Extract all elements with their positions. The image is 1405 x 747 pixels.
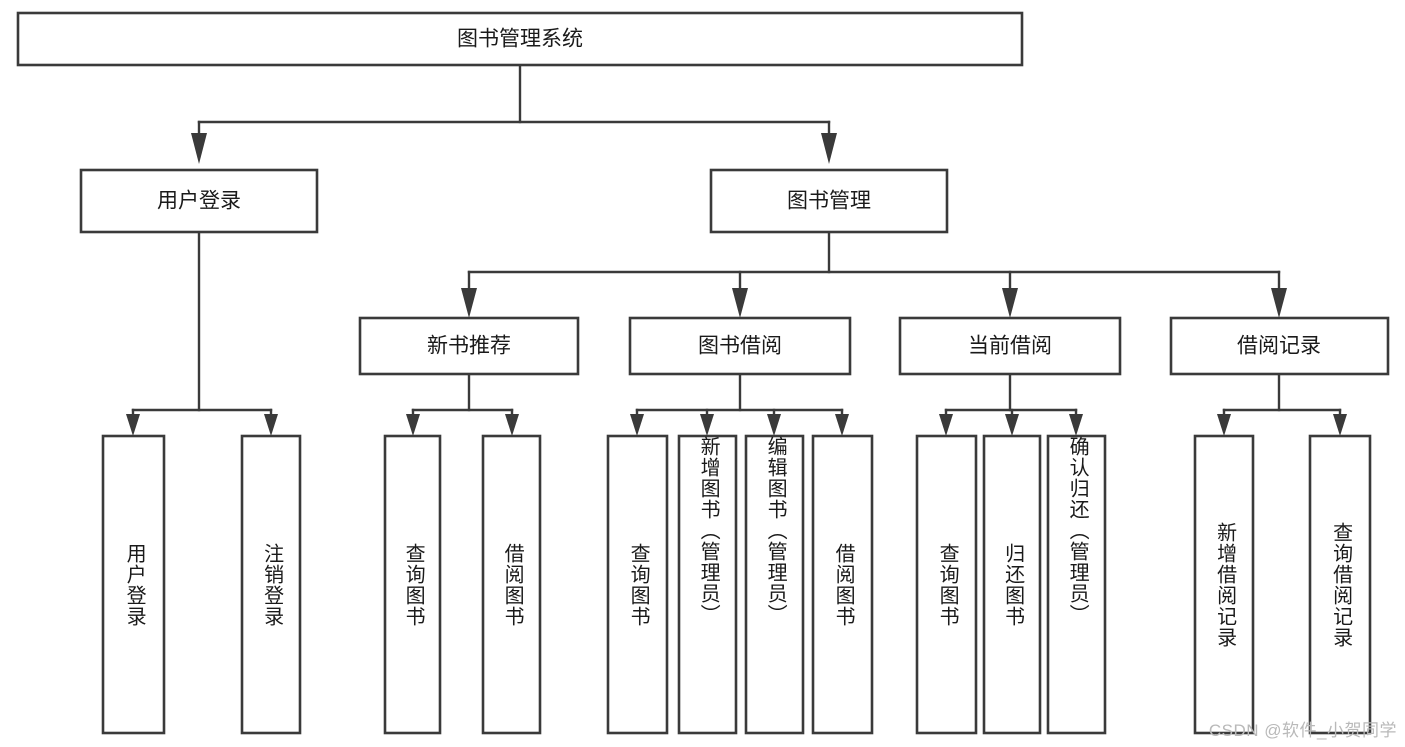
node-box-book-manage[interactable] [709, 168, 949, 234]
connectors-bookmanage-to-level3 [461, 230, 1287, 318]
arrowhead-leaf-6 [700, 414, 714, 436]
node-label-book-manage: 图书管理 [787, 190, 871, 213]
leaf-box-query-book-2[interactable] [606, 434, 669, 735]
connectors-bookborrow-to-leaves [630, 372, 849, 436]
arrowhead-leaf-2 [264, 414, 278, 436]
leaf-box-confirm-return-admin[interactable] [1046, 434, 1107, 735]
leaf-box-return-book[interactable] [982, 434, 1042, 735]
arrowhead-to-book-borrow [732, 288, 748, 318]
leaf-box-query-borrow-record[interactable] [1308, 434, 1372, 735]
node-label-user-login: 用户登录 [157, 190, 241, 213]
connectors-borrowrecord-to-leaves [1217, 372, 1347, 436]
node-box-borrow-record[interactable] [1169, 316, 1390, 376]
arrowhead-to-user-login [191, 133, 207, 164]
arrowhead-leaf-8 [835, 414, 849, 436]
node-box-root[interactable] [16, 11, 1024, 67]
node-label-current-borrow: 当前借阅 [968, 335, 1052, 358]
leaf-box-borrow-book-1[interactable] [481, 434, 542, 735]
arrowhead-to-current-borrow [1002, 288, 1018, 318]
connectors-currentborrow-to-leaves [939, 372, 1083, 436]
leaf-box-edit-book-admin[interactable] [744, 434, 805, 735]
arrowhead-leaf-11 [1069, 414, 1083, 436]
leaf-box-borrow-book-2[interactable] [811, 434, 874, 735]
leaf-box-add-borrow-record[interactable] [1193, 434, 1255, 735]
arrowhead-leaf-13 [1333, 414, 1347, 436]
node-box-user-login[interactable] [79, 168, 319, 234]
arrowhead-leaf-10 [1005, 414, 1019, 436]
leaf-box-logout[interactable] [240, 434, 302, 735]
arrowhead-to-book-manage [821, 133, 837, 164]
csdn-watermark: CSDN @软件_小贺同学 [1208, 721, 1397, 740]
leaf-box-user-login[interactable] [101, 434, 166, 735]
arrowhead-leaf-12 [1217, 414, 1231, 436]
arrowhead-leaf-9 [939, 414, 953, 436]
node-box-new-book-recommend[interactable] [358, 316, 580, 376]
connectors-userlogin-to-leaves [126, 230, 278, 436]
node-label-root: 图书管理系统 [457, 28, 583, 51]
leaf-box-query-book-1[interactable] [383, 434, 442, 735]
arrowhead-leaf-4 [505, 414, 519, 436]
leaf-box-query-book-3[interactable] [915, 434, 978, 735]
node-label-new-book-recommend: 新书推荐 [427, 335, 511, 358]
arrowhead-leaf-7 [767, 414, 781, 436]
arrowhead-leaf-1 [126, 414, 140, 436]
node-box-book-borrow[interactable] [628, 316, 852, 376]
arrowhead-to-borrow-record [1271, 288, 1287, 318]
connectors-newbook-to-leaves [406, 372, 519, 436]
node-label-borrow-record: 借阅记录 [1237, 335, 1321, 358]
arrowhead-leaf-3 [406, 414, 420, 436]
node-box-current-borrow[interactable] [898, 316, 1122, 376]
arrowhead-leaf-5 [630, 414, 644, 436]
connectors-root-to-level2 [191, 63, 837, 164]
leaf-box-add-book-admin[interactable] [677, 434, 738, 735]
node-label-book-borrow: 图书借阅 [698, 335, 782, 358]
arrowhead-to-new-book-rec [461, 288, 477, 318]
